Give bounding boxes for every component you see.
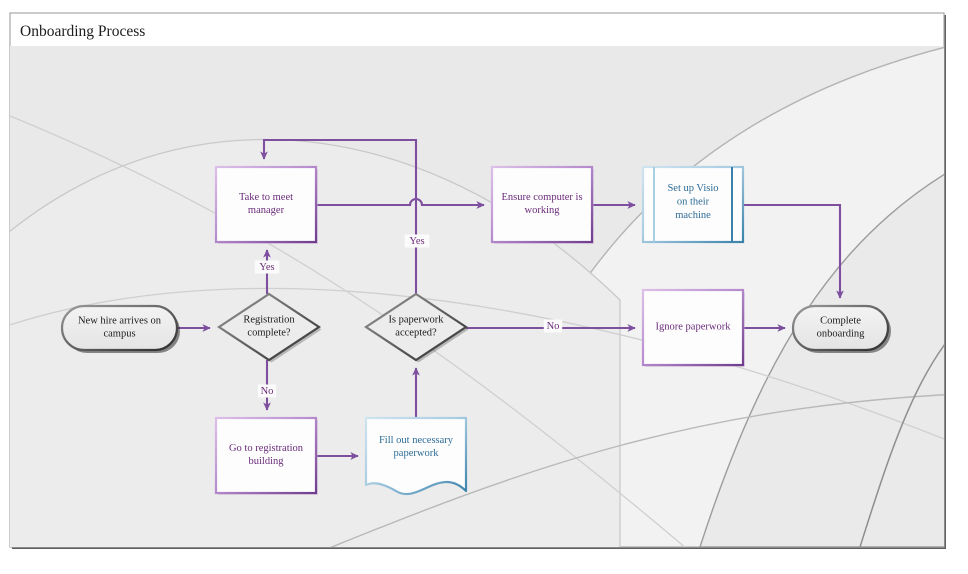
swoosh-inner-right — [699, 173, 944, 547]
swoosh-bottom-right — [330, 394, 944, 547]
edge-meet-to-ensure — [316, 197, 485, 209]
swoosh-shallow-arc — [10, 287, 944, 440]
background-swoosh-group — [10, 46, 944, 547]
swoosh-far-right — [859, 344, 944, 547]
page-title: Onboarding Process — [20, 23, 145, 40]
subprocess-shape — [641, 165, 745, 244]
swoosh-left-dome — [10, 138, 621, 547]
terminator-shape — [60, 304, 179, 352]
edge-visio-to-complete — [743, 203, 844, 299]
process-shape — [214, 416, 318, 495]
edge-label-bg — [404, 234, 430, 248]
process-shape — [214, 165, 318, 244]
edge-label-text: Yes — [259, 262, 274, 273]
process-shape — [490, 165, 594, 244]
decision-shape — [364, 292, 468, 362]
process-shape — [641, 288, 745, 367]
edge-label-no-paper: No — [543, 319, 563, 333]
edge-label-text: Yes — [409, 236, 424, 247]
decision-shape — [217, 292, 321, 362]
terminator-shape — [791, 304, 890, 352]
edge-paper-yes-loop-to-meet — [260, 138, 418, 294]
edge-label-bg — [543, 319, 563, 333]
edge-label-yes-paper: Yes — [404, 234, 430, 248]
edge-label-yes-reg: Yes — [254, 260, 280, 274]
edge-label-bg — [257, 384, 277, 398]
swoosh-diagonal — [10, 115, 686, 547]
edge-label-bg — [254, 260, 280, 274]
document-shape — [364, 416, 468, 496]
edge-label-text: No — [547, 321, 560, 332]
edge-label-no-reg: No — [257, 384, 277, 398]
node-ignore_paper[interactable]: Ignore paperwork — [641, 288, 745, 367]
node-label: Ignore paperwork — [656, 322, 732, 333]
edge-label-text: No — [261, 386, 274, 397]
